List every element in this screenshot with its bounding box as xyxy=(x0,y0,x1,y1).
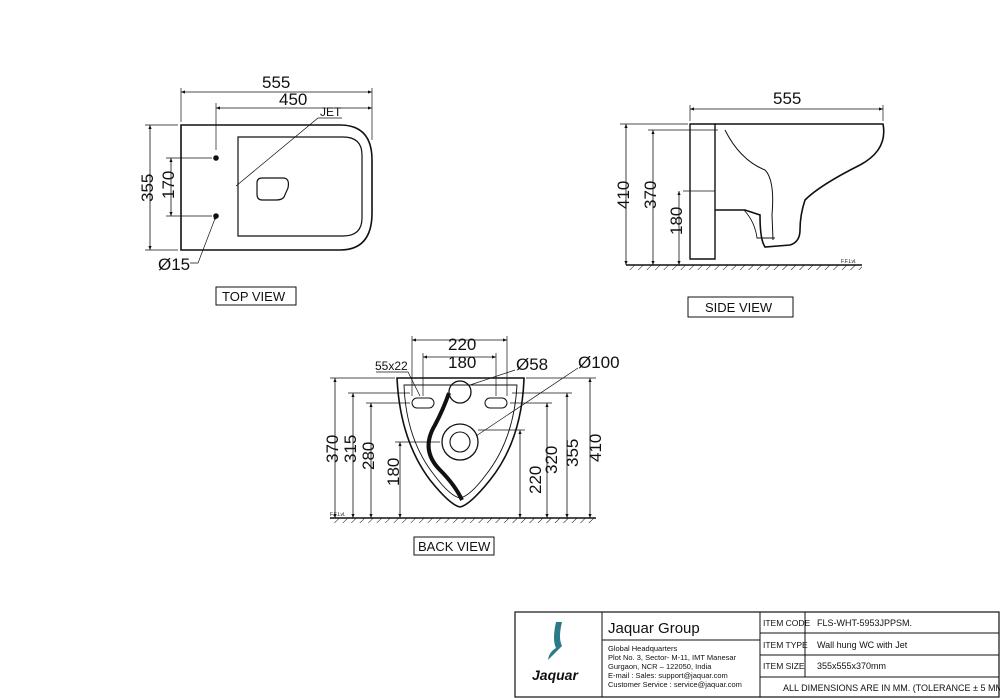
back-dim-280: 280 xyxy=(359,442,378,470)
address-line-5: Customer Service : service@jaquar.com xyxy=(608,680,742,689)
back-dim-220-right: 220 xyxy=(526,466,545,494)
fixing-slot-right xyxy=(484,397,508,409)
side-view-trap xyxy=(724,129,774,241)
back-dim-315: 315 xyxy=(341,435,360,463)
side-view-wall-section xyxy=(689,123,716,260)
back-dim-180-left: 180 xyxy=(384,458,403,486)
side-view-label-box xyxy=(687,296,794,318)
side-view-label: SIDE VIEW xyxy=(705,300,773,315)
side-view-bowl xyxy=(715,123,885,248)
side-view xyxy=(620,105,885,270)
back-view-label: BACK VIEW xyxy=(418,539,491,554)
outlet-hole-inner xyxy=(449,431,471,453)
item-code-value: FLS-WHT-5953JPPSM. xyxy=(817,618,912,628)
top-dim-450: 450 xyxy=(279,90,307,109)
side-dim-555: 555 xyxy=(773,89,801,108)
top-view-opening xyxy=(256,177,290,201)
side-floor-label: F.F.Lvl. xyxy=(841,259,857,265)
address-line-4: E-mail : Sales: support@jaquar.com xyxy=(608,671,728,680)
side-dim-410: 410 xyxy=(614,181,633,209)
top-view-label-box xyxy=(215,286,297,306)
side-dim-370: 370 xyxy=(641,181,660,209)
back-dim-370: 370 xyxy=(323,435,342,463)
top-view-outline xyxy=(180,124,373,251)
back-dim-220: 220 xyxy=(448,335,476,354)
top-view-inner xyxy=(237,136,363,237)
back-view-inner xyxy=(403,384,518,499)
top-dim-555: 555 xyxy=(262,73,290,92)
fixing-hole-top xyxy=(213,155,219,161)
back-dim-180: 180 xyxy=(448,353,476,372)
back-dim-355: 355 xyxy=(563,439,582,467)
top-view xyxy=(145,88,373,264)
address-line-3: Gurgaon, NCR – 122050, India xyxy=(608,662,712,671)
back-dim-dia100: Ø100 xyxy=(578,353,620,372)
back-dim-slot: 55x22 xyxy=(375,359,408,373)
logo-text: Jaquar xyxy=(532,667,579,683)
address-line-2: Plot No. 3, Sector- M-11, IMT Manesar xyxy=(608,653,737,662)
back-dim-410: 410 xyxy=(586,434,605,462)
jet-hose xyxy=(426,392,464,501)
tolerance-note: ALL DIMENSIONS ARE IN MM. (TOLERANCE ± 5… xyxy=(783,683,1000,693)
back-view-label-box xyxy=(413,536,495,556)
inlet-hole xyxy=(448,380,472,404)
address-line-1: Global Headquarters xyxy=(608,644,677,653)
outlet-hole-outer xyxy=(441,423,479,461)
title-block xyxy=(514,611,1000,698)
item-size-label: ITEM SIZE xyxy=(763,661,805,671)
top-dim-170: 170 xyxy=(159,171,178,199)
item-size-value: 355x555x370mm xyxy=(817,661,886,671)
back-dim-320: 320 xyxy=(542,446,561,474)
item-code-label: ITEM CODE xyxy=(763,618,811,628)
back-floor-label: F.F.Lvl. xyxy=(330,512,346,518)
back-view-outline xyxy=(396,377,525,508)
back-view xyxy=(330,336,596,523)
top-view-label: TOP VIEW xyxy=(222,289,286,304)
top-dim-dia15: Ø15 xyxy=(158,255,190,274)
side-dim-180: 180 xyxy=(667,207,686,235)
item-type-label: ITEM TYPE xyxy=(763,640,808,650)
fixing-slot-left xyxy=(411,397,435,409)
top-dim-355: 355 xyxy=(138,174,157,202)
jaquar-logo-icon xyxy=(548,622,562,660)
company-name: Jaquar Group xyxy=(608,620,700,637)
top-jet-label: JET xyxy=(320,105,342,119)
item-type-value: Wall hung WC with Jet xyxy=(817,640,908,650)
back-dim-dia58: Ø58 xyxy=(516,355,548,374)
